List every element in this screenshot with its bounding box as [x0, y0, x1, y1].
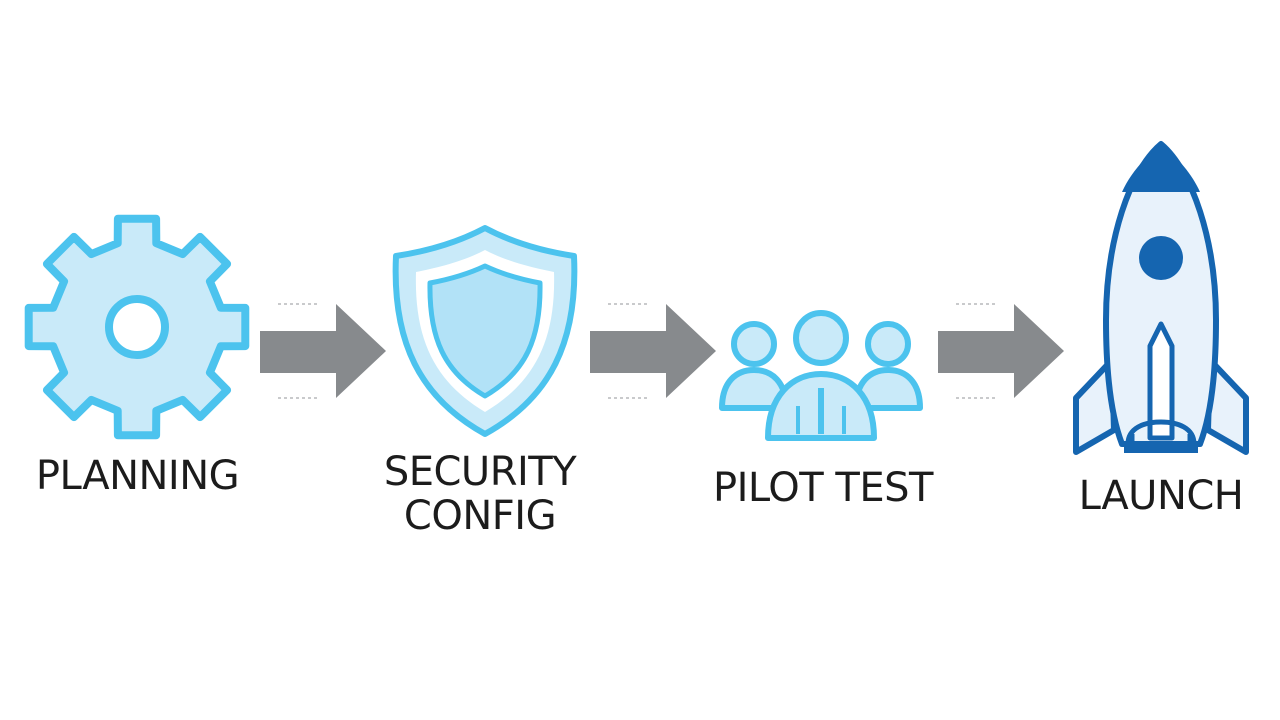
step-label-line: PILOT TEST [713, 465, 933, 511]
step-label-line: SECURITY [383, 449, 577, 495]
arrow-right-icon [260, 303, 386, 399]
arrow-right-icon [590, 303, 716, 399]
arrow-right-icon [938, 303, 1064, 399]
step-label-planning: PLANNING [20, 454, 255, 498]
step-label-pilot-test: PILOT TEST [700, 466, 946, 510]
step-label-line: PLANNING [35, 453, 240, 499]
step-label-line: CONFIG [403, 493, 557, 539]
gear-icon [24, 214, 250, 440]
step-label-security-config: SECURITY CONFIG [370, 450, 590, 538]
people-group-icon [719, 310, 923, 441]
rocket-icon [1073, 141, 1249, 455]
step-label-launch: LAUNCH [1066, 474, 1256, 518]
shield-icon [392, 225, 578, 437]
step-label-line: LAUNCH [1078, 473, 1244, 519]
